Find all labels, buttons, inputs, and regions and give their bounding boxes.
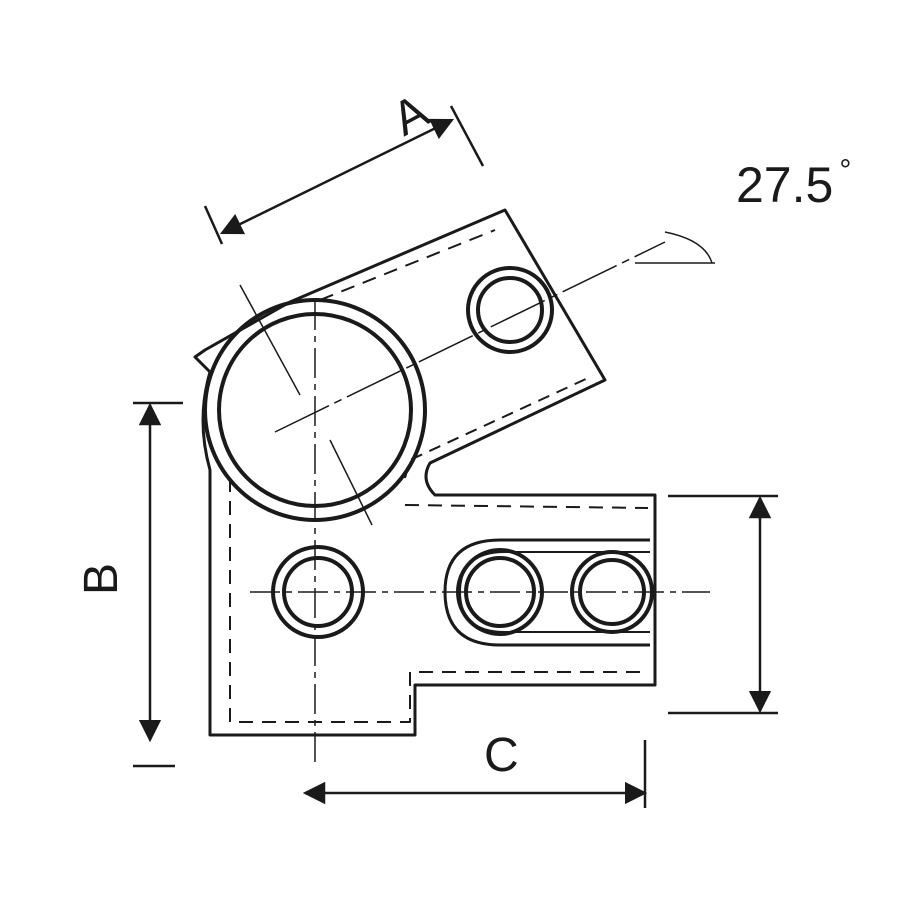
hidden-line-bottom-branch — [229, 478, 648, 723]
extension-a-perp — [329, 439, 373, 526]
dim-a-arrow — [219, 118, 455, 235]
angle-value: 27.5 — [736, 157, 834, 213]
angle-indicator — [635, 231, 715, 264]
dimension-right — [668, 494, 778, 715]
dim-a-extension-left — [203, 205, 224, 245]
dimension-label-c: C — [484, 729, 519, 782]
hidden-line-arm-top — [319, 229, 496, 301]
dimension-a — [203, 105, 485, 245]
arm-hole-inner — [476, 276, 544, 344]
arm-hole-outer — [466, 266, 554, 354]
dim-a-extension-right — [449, 105, 485, 167]
angle-arc — [664, 231, 713, 264]
dimension-label-b: B — [75, 562, 129, 596]
angle-unit: ° — [839, 154, 852, 187]
fitting-outline — [193, 208, 657, 737]
hidden-line-branch-top — [404, 504, 649, 509]
dimension-b — [133, 401, 183, 768]
bores — [203, 266, 654, 647]
angle-label: 27.5° — [736, 156, 851, 213]
extension-a-left-center — [239, 284, 301, 396]
fitting-body — [193, 208, 657, 737]
angled-centerline — [274, 241, 666, 433]
center-lines — [239, 241, 710, 765]
dimension-c — [302, 740, 648, 808]
